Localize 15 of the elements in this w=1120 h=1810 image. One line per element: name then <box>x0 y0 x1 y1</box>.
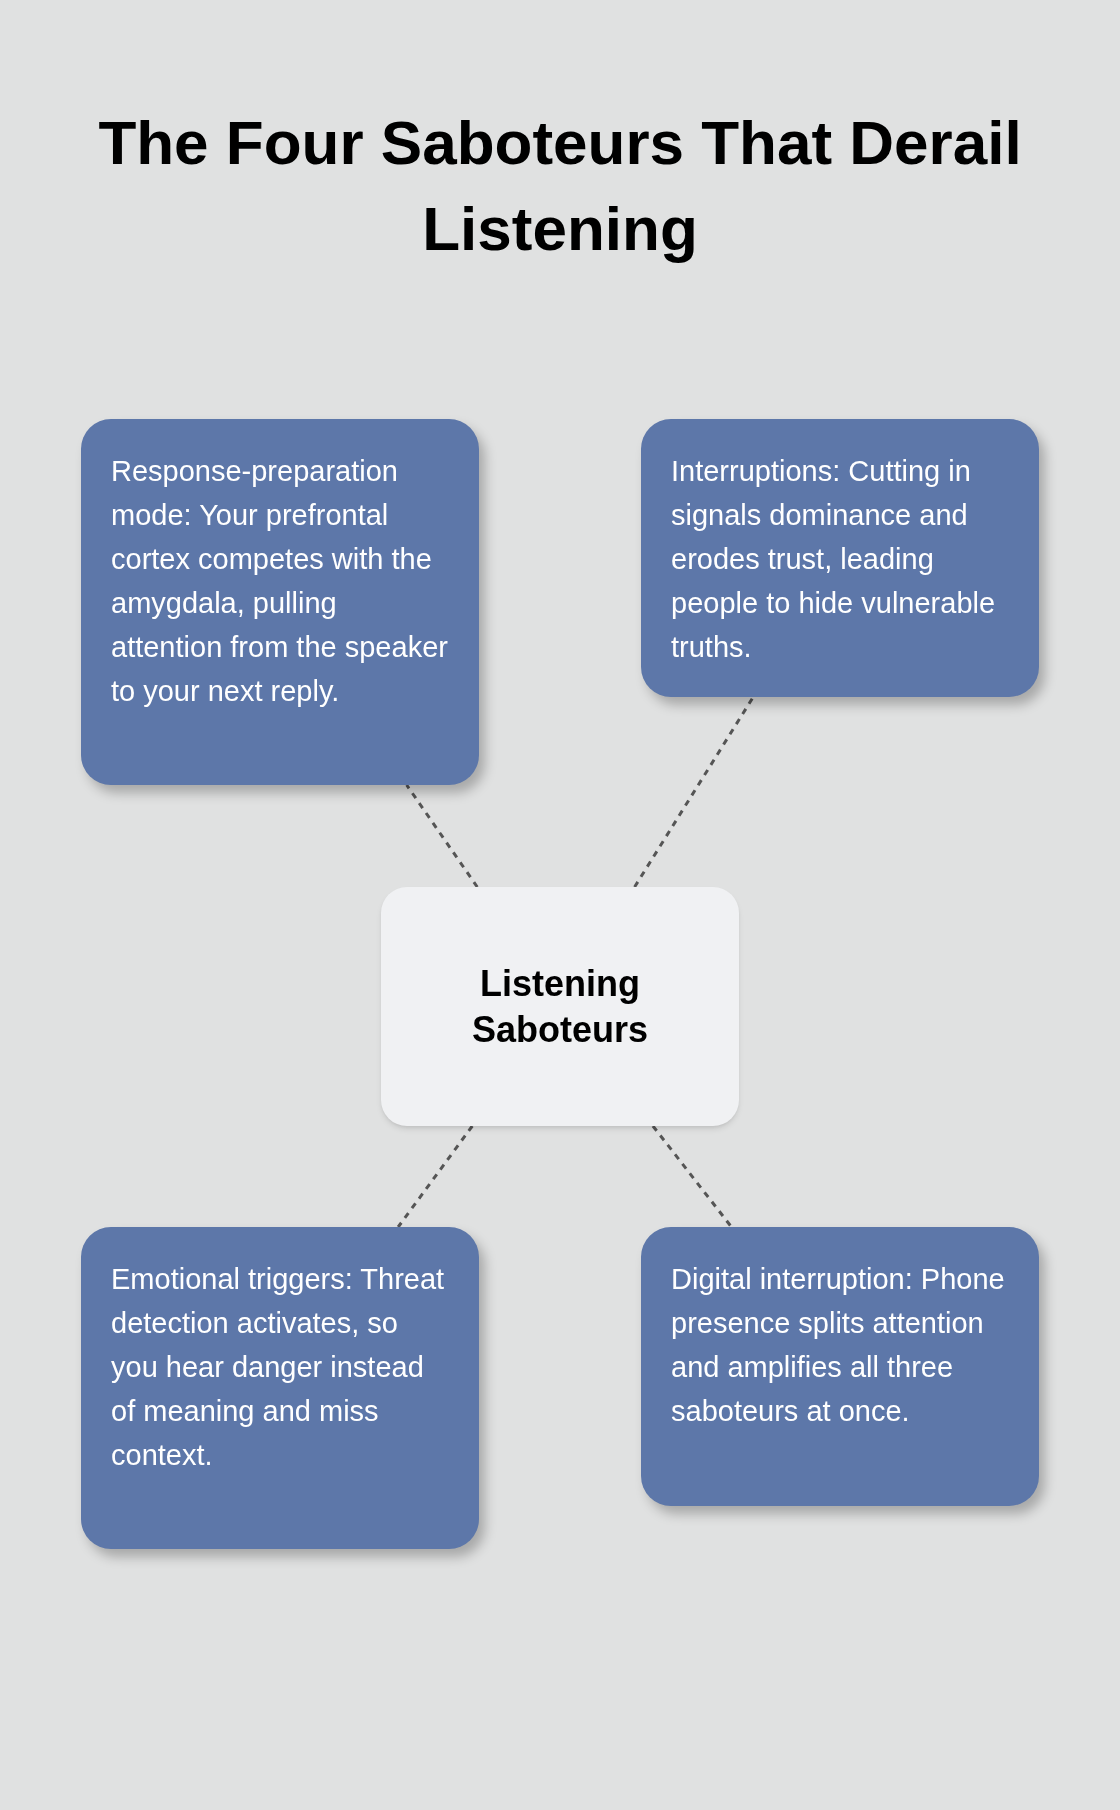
saboteur-description: Interruptions: Cutting in signals dominance and erodes trust, leading people to hide vulnerable truths. <box>671 454 997 665</box>
saboteur-box <box>641 1227 1039 1506</box>
saboteur-description: Emotional triggers: Threat detection activates, so you hear danger instead of meaning and miss context. <box>111 1262 446 1473</box>
saboteur-description: Digital interruption: Phone presence splits attention and amplifies all three saboteurs at once. <box>671 1262 1006 1429</box>
central-box <box>381 887 739 1126</box>
saboteur-box <box>81 1227 479 1549</box>
dotted-connector <box>396 1125 474 1228</box>
hub-label: Listening Saboteurs <box>470 961 649 1052</box>
saboteur-box <box>81 419 479 785</box>
dotted-connector <box>651 1125 733 1228</box>
saboteur-description: Response-preparation mode: Your prefrontal cortex competes with the amygdala, pulling attention from the speaker to your next reply. <box>111 454 449 709</box>
title: The Four Saboteurs That Derail Listening <box>97 107 1023 265</box>
saboteur-box <box>641 419 1039 697</box>
dotted-connector <box>405 784 479 888</box>
dotted-connector <box>633 696 755 888</box>
